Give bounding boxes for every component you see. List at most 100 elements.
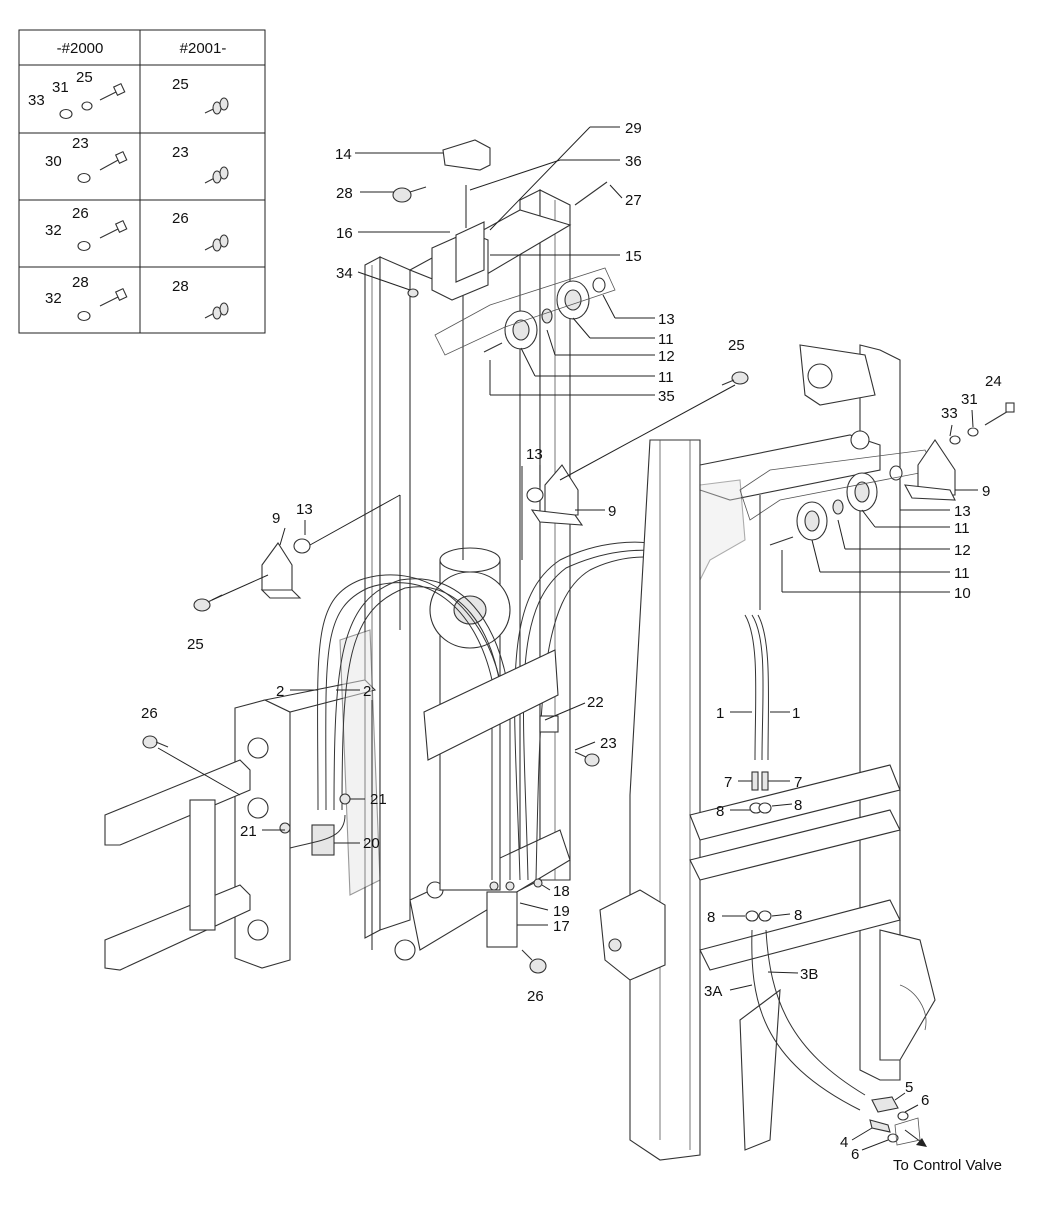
o-ring-8 <box>745 910 759 922</box>
table-header-new: #2001- <box>180 40 227 57</box>
callout-1: 1 <box>716 705 724 722</box>
combo-bolt-icon <box>204 166 229 184</box>
sheave-right-upper <box>846 472 878 512</box>
callout-20: 20 <box>363 835 380 852</box>
bolt-27 <box>574 181 608 206</box>
callout-8: 8 <box>716 803 724 820</box>
shaft-10 <box>769 536 794 546</box>
table-label: 33 <box>28 92 45 109</box>
inner-mast <box>364 189 572 961</box>
callout-12: 12 <box>658 348 675 365</box>
bolt-icon <box>99 287 128 307</box>
bolt-icon <box>99 150 128 171</box>
callout-23: 23 <box>600 735 617 752</box>
o-ring-8 <box>758 910 772 922</box>
tee-fitting-20 <box>279 793 351 858</box>
callout-11: 11 <box>954 565 970 582</box>
nut-icon <box>77 240 91 252</box>
callout-3A: 3A <box>704 983 722 1000</box>
hose-1 <box>744 614 770 761</box>
callout-26: 26 <box>141 705 158 722</box>
fitting-7 <box>751 771 769 791</box>
washer-13 <box>889 465 903 481</box>
callout-24: 24 <box>985 373 1002 390</box>
hose-center <box>514 541 671 881</box>
callout-9: 9 <box>982 483 990 500</box>
callout-6: 6 <box>921 1092 929 1109</box>
table-label: 25 <box>172 76 189 93</box>
manifold-17 <box>486 878 543 948</box>
outer-mast <box>599 344 936 1161</box>
washer-icon <box>81 101 93 111</box>
callout-1: 1 <box>792 705 800 722</box>
carriage-forks <box>104 629 381 971</box>
hose-3 <box>751 929 866 1111</box>
callout-6: 6 <box>851 1146 859 1163</box>
callout-14: 14 <box>335 146 352 163</box>
o-ring-6 <box>887 1133 899 1143</box>
combo-bolt-icon <box>204 97 229 115</box>
callout-2: 2 <box>276 683 284 700</box>
sheave-upper-right <box>556 280 590 320</box>
washer-13 <box>526 487 544 503</box>
variant-table: -#2000 #2001- 33 31 25 25 30 23 23 32 26… <box>18 29 266 334</box>
callout-12: 12 <box>954 542 971 559</box>
bolt-23 <box>574 751 600 767</box>
callout-25: 25 <box>728 337 745 354</box>
callout-4: 4 <box>840 1134 848 1151</box>
o-ring-6 <box>897 1111 909 1121</box>
callout-13: 13 <box>954 503 971 520</box>
arrow-to-control-valve <box>894 1117 927 1147</box>
callout-35: 35 <box>658 388 675 405</box>
table-label: 23 <box>72 135 89 152</box>
bracket-22 <box>423 649 559 761</box>
callout-29: 29 <box>625 120 642 137</box>
bolt-icon <box>99 82 126 101</box>
table-label: 28 <box>72 274 89 291</box>
bracket-14 <box>442 139 491 171</box>
bracket-9-left <box>260 542 302 599</box>
callout-11: 11 <box>658 369 674 386</box>
table-label: 32 <box>45 222 62 239</box>
callout-25: 25 <box>187 636 204 653</box>
combo-bolt-icon <box>204 302 229 320</box>
callout-11: 11 <box>658 331 674 348</box>
washer-icon <box>59 108 73 120</box>
callout-21: 21 <box>240 823 257 840</box>
spacer-12 <box>832 499 844 515</box>
nut-icon <box>77 310 91 322</box>
footer-note: To Control Valve <box>893 1157 1002 1174</box>
callout-labels: 14 28 29 36 27 16 15 34 13 11 12 11 35 2… <box>141 120 1002 1174</box>
callout-27: 27 <box>625 192 642 209</box>
callout-8: 8 <box>794 907 802 924</box>
callout-10: 10 <box>954 585 971 602</box>
combo-bolt-icon <box>204 234 229 252</box>
callout-5: 5 <box>905 1079 913 1096</box>
table-label: 28 <box>172 278 189 295</box>
callout-8: 8 <box>794 797 802 814</box>
table-label: 26 <box>172 210 189 227</box>
o-ring-8 <box>758 802 772 814</box>
callout-9: 9 <box>608 503 616 520</box>
callout-9: 9 <box>272 510 280 527</box>
callout-26: 26 <box>527 988 544 1005</box>
bolt-24 <box>984 402 1015 426</box>
callout-13: 13 <box>658 311 675 328</box>
shaft-35 <box>483 342 503 353</box>
table-label: 32 <box>45 290 62 307</box>
fitting-5 <box>869 1096 909 1143</box>
callout-7: 7 <box>794 774 802 791</box>
callout-3B: 3B <box>800 966 818 983</box>
table-label: 25 <box>76 69 93 86</box>
bolt-head-icon <box>394 939 416 961</box>
callout-16: 16 <box>336 225 353 242</box>
callout-18: 18 <box>553 883 570 900</box>
bolt-icon <box>99 219 128 239</box>
bolt-26-upper <box>142 735 169 749</box>
callout-7: 7 <box>724 774 732 791</box>
callout-17: 17 <box>553 918 570 935</box>
callout-8: 8 <box>707 909 715 926</box>
spacer-12 <box>541 308 553 324</box>
callout-31: 31 <box>961 391 978 408</box>
